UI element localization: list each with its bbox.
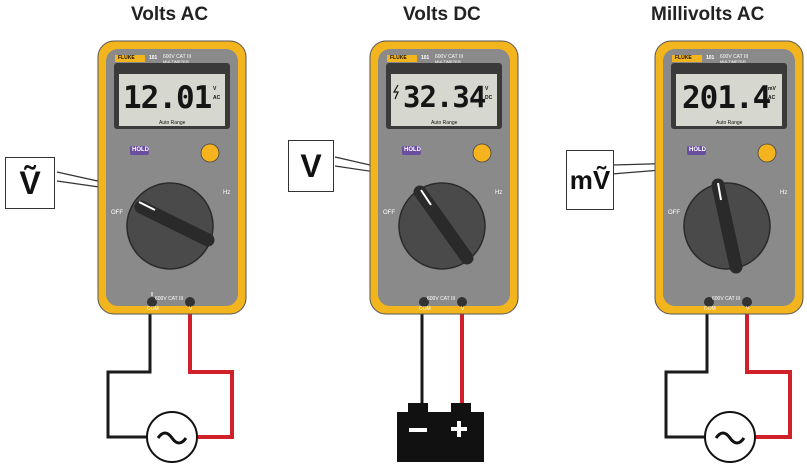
terminal-com: COM [704, 306, 716, 312]
battery [397, 412, 484, 462]
lcd-reading: 201.4 [682, 80, 771, 116]
model-sub: MULTIMETER [720, 59, 746, 64]
lcd-unit-top: V [213, 86, 217, 92]
red-lead-1 [188, 312, 234, 439]
hz-label: Hz [495, 190, 503, 196]
black-lead-3 [664, 312, 709, 439]
lcd-auto-range: Auto Range [159, 120, 186, 126]
terminal-v: V [461, 306, 465, 312]
callout-millivolts-ac: mṼ [566, 150, 614, 210]
off-label: OFF [383, 210, 395, 216]
lcd-unit-bottom: AC [213, 95, 221, 101]
model-rating: 600V CAT III [163, 54, 192, 60]
hold-button[interactable]: HOLD [689, 147, 706, 153]
lcd-reading: 12.01 [123, 80, 212, 116]
off-label: OFF [668, 210, 680, 216]
title-volts-dc: Volts DC [403, 4, 481, 25]
lcd-auto-range: Auto Range [431, 120, 458, 126]
title-millivolts-ac: Millivolts AC [651, 4, 765, 25]
hold-button[interactable]: HOLD [132, 147, 149, 153]
black-lead-1 [106, 312, 152, 439]
terminal-rating: 600V CAT III [712, 296, 741, 302]
hz-label: Hz [780, 190, 788, 196]
battery-terminal-pos [451, 403, 471, 413]
callout-volts-ac: Ṽ [5, 157, 55, 209]
terminal-v: V [746, 306, 750, 312]
terminal-rating: 600V CAT III [427, 296, 456, 302]
terminal-v: V [189, 306, 193, 312]
model-number: 101 [706, 55, 715, 61]
model-sub: MULTIMETER [435, 59, 461, 64]
lcd-auto-range: Auto Range [716, 120, 743, 126]
terminal-com: COM [147, 306, 159, 312]
battery-terminal-neg [408, 403, 428, 413]
hz-label: Hz [223, 190, 231, 196]
multimeter-1: FLUKE 101 600V CAT III MULTIMETER 12.01 … [97, 40, 247, 315]
terminal-com: COM [419, 306, 431, 312]
red-lead-3 [745, 312, 792, 439]
lcd-unit-bottom: AC [768, 95, 776, 101]
model-number: 101 [149, 55, 158, 61]
multimeter-3: FLUKE 101 600V CAT III MULTIMETER 201.4 … [654, 40, 804, 315]
terminal-rating: 600V CAT III [155, 296, 184, 302]
hold-button[interactable]: HOLD [404, 147, 421, 153]
model-number: 101 [421, 55, 430, 61]
model-rating: 600V CAT III [720, 54, 749, 60]
multimeter-2: FLUKE 101 600V CAT III MULTIMETER 32.34 … [369, 40, 519, 315]
lcd-unit-top: V [485, 86, 489, 92]
model-rating: 600V CAT III [435, 54, 464, 60]
callout-volts-dc: V [288, 140, 334, 192]
brand-logo: FLUKE [675, 55, 692, 61]
model-sub: MULTIMETER [163, 59, 189, 64]
off-label: OFF [111, 210, 123, 216]
title-volts-ac: Volts AC [131, 4, 209, 25]
lcd-reading: 32.34 [403, 80, 486, 114]
lcd-unit-top: mV [768, 86, 776, 92]
brand-logo: FLUKE [118, 55, 135, 61]
lcd-unit-bottom: DC [485, 95, 493, 101]
brand-logo: FLUKE [390, 55, 407, 61]
